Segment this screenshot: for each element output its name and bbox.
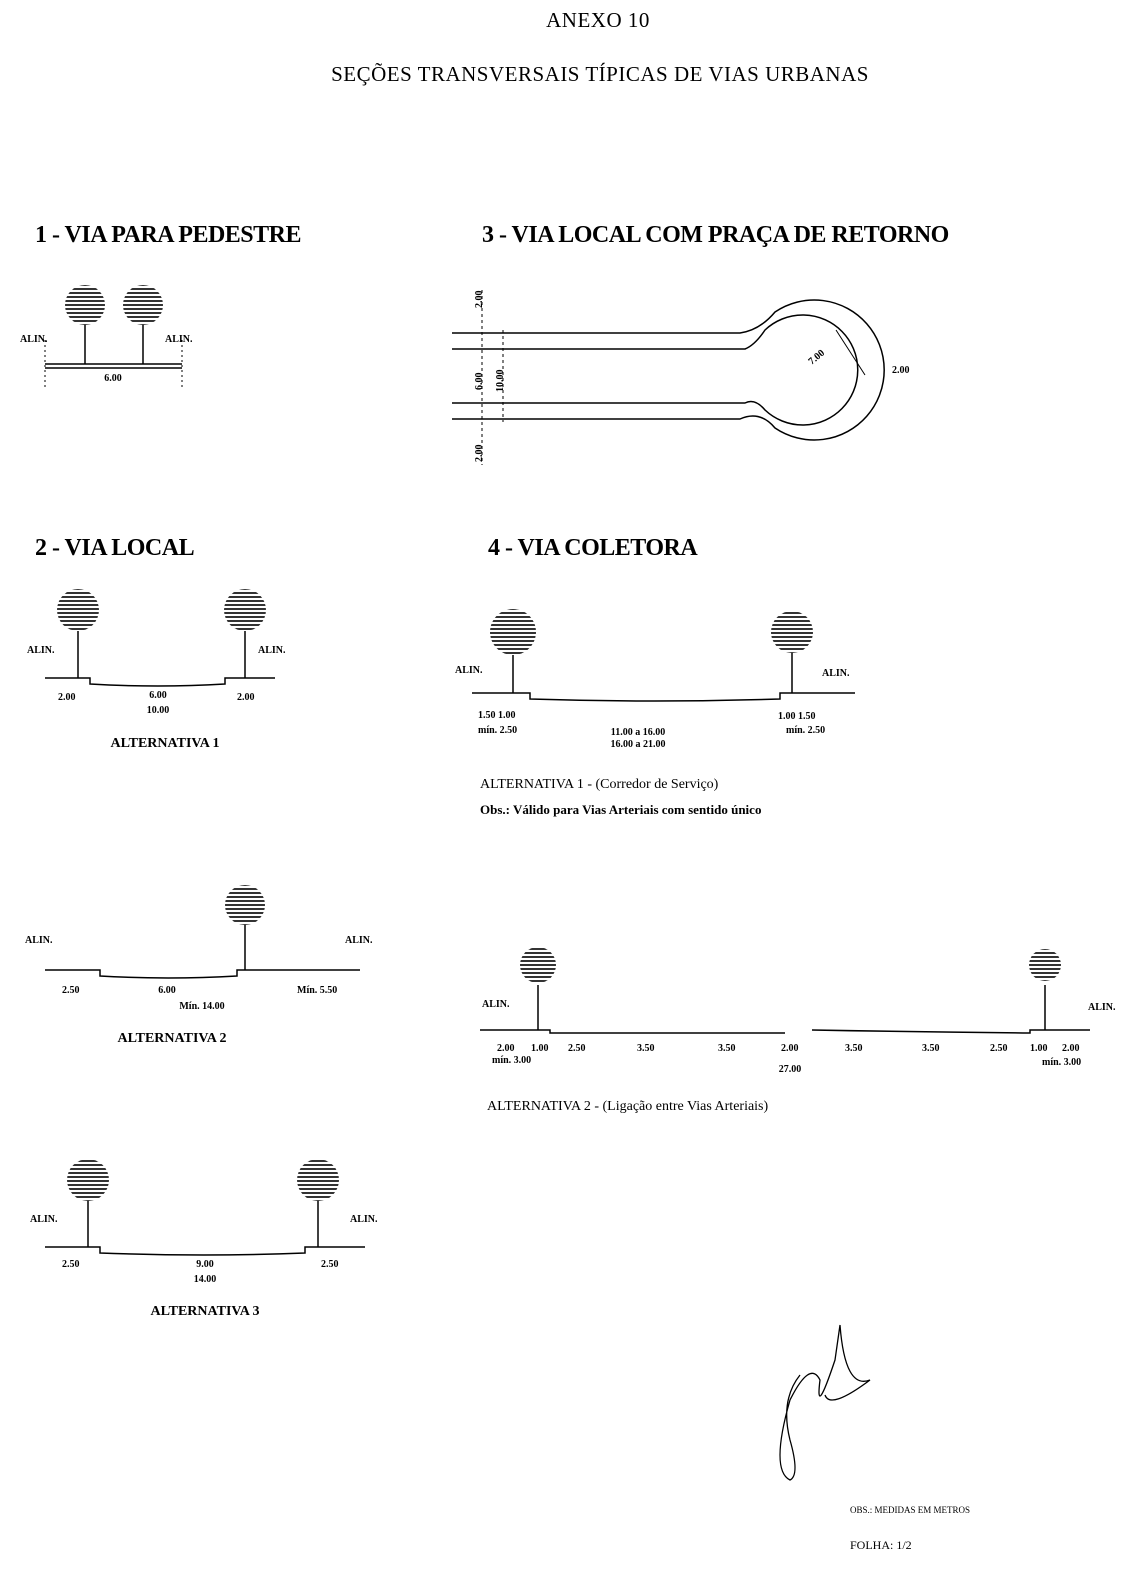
dimension-label: 3.50 bbox=[845, 1043, 863, 1054]
dimension-label: 1.00 bbox=[1030, 1043, 1048, 1054]
alignment-label: ALIN. bbox=[345, 935, 373, 946]
tree-icon bbox=[1029, 949, 1061, 1030]
road-profile bbox=[45, 677, 275, 687]
dimension-label: 6.00 bbox=[158, 985, 176, 996]
road-profile bbox=[472, 692, 855, 702]
dimension-label: 2.00 bbox=[58, 692, 76, 703]
alternative-label: ALTERNATIVA 1 bbox=[110, 736, 220, 751]
tree-icon bbox=[490, 609, 536, 693]
dimension-label: Mín. 14.00 bbox=[179, 1001, 225, 1012]
sheet-number: FOLHA: 1/2 bbox=[850, 1538, 912, 1552]
dimension-label: 27.00 bbox=[778, 1064, 802, 1075]
dimension-label: 3.50 bbox=[637, 1043, 655, 1054]
tree-icon bbox=[520, 947, 556, 1030]
alignment-label: ALIN. bbox=[822, 668, 850, 679]
alignment-label: ALIN. bbox=[350, 1214, 378, 1225]
alignment-label: ALIN. bbox=[1088, 1002, 1116, 1013]
dimension-label: 6.00 bbox=[474, 372, 485, 391]
annex-number: ANEXO 10 bbox=[546, 8, 650, 32]
dimension-label: 2.50 bbox=[62, 985, 80, 996]
section-heading: 1 - VIA PARA PEDESTRE bbox=[35, 222, 302, 248]
dimension-label: 16.00 a 21.00 bbox=[610, 739, 666, 750]
alignment-label: ALIN. bbox=[20, 334, 48, 345]
dimension-label: mín. 3.00 bbox=[492, 1055, 532, 1066]
alignment-label: ALIN. bbox=[25, 935, 53, 946]
tree-icon bbox=[123, 285, 163, 364]
signature bbox=[779, 1324, 871, 1481]
dimension-label: 1.00 1.50 bbox=[778, 711, 816, 722]
alignment-label: ALIN. bbox=[455, 665, 483, 676]
dimension-label: 2.00 bbox=[892, 365, 910, 376]
dimension-label: 1.50 1.00 bbox=[478, 710, 516, 721]
dimension-label: mín. 3.00 bbox=[1042, 1057, 1082, 1068]
alternative-label: ALTERNATIVA 1 - (Corredor de Serviço) bbox=[480, 777, 719, 792]
dimension-label: 2.00 bbox=[1062, 1043, 1080, 1054]
dimension-label: mín. 2.50 bbox=[786, 725, 826, 736]
walkway-section bbox=[45, 363, 182, 369]
cul-de-sac-plan bbox=[452, 290, 885, 465]
alternative-label: ALTERNATIVA 2 - (Ligação entre Vias Arte… bbox=[487, 1099, 769, 1114]
dimension-label: 10.00 bbox=[146, 705, 170, 716]
dimension-label: 2.50 bbox=[990, 1043, 1008, 1054]
dimension-label: 6.00 bbox=[149, 690, 167, 701]
road-profile bbox=[45, 1246, 365, 1256]
tree-icon bbox=[771, 611, 813, 693]
dimension-label: 6.00 bbox=[104, 373, 122, 384]
dimension-label: 2.00 bbox=[474, 290, 485, 309]
dimension-label: mín. 2.50 bbox=[478, 725, 518, 736]
alignment-label: ALIN. bbox=[165, 334, 193, 345]
dimension-label: 11.00 a 16.00 bbox=[610, 727, 666, 738]
units-note: OBS.: MEDIDAS EM METROS bbox=[850, 1505, 971, 1515]
page-title: SEÇÕES TRANSVERSAIS TÍPICAS DE VIAS URBA… bbox=[331, 62, 869, 86]
dimension-label: 1.00 bbox=[531, 1043, 549, 1054]
tree-icon bbox=[225, 885, 265, 970]
observation-note: Obs.: Válido para Vias Arteriais com sen… bbox=[480, 802, 762, 817]
tree-icon bbox=[297, 1159, 339, 1247]
dimension-label: 14.00 bbox=[193, 1274, 217, 1285]
alternative-label: ALTERNATIVA 2 bbox=[117, 1031, 227, 1046]
dimension-label: 3.50 bbox=[922, 1043, 940, 1054]
dimension-label: 2.00 bbox=[497, 1043, 515, 1054]
section-heading: 2 - VIA LOCAL bbox=[35, 535, 195, 561]
tree-icon bbox=[65, 285, 105, 364]
dimension-label: 2.50 bbox=[321, 1259, 339, 1270]
alignment-label: ALIN. bbox=[27, 645, 55, 656]
tree-icon bbox=[57, 589, 99, 678]
dimension-label: 2.00 bbox=[237, 692, 255, 703]
alignment-label: ALIN. bbox=[258, 645, 286, 656]
section-heading: 3 - VIA LOCAL COM PRAÇA DE RETORNO bbox=[482, 222, 949, 248]
alignment-label: ALIN. bbox=[30, 1214, 58, 1225]
dimension-label: Mín. 5.50 bbox=[297, 985, 338, 996]
dimension-label: 2.50 bbox=[62, 1259, 80, 1270]
alignment-label: ALIN. bbox=[482, 999, 510, 1010]
road-profile bbox=[45, 969, 360, 979]
dimension-label: 3.50 bbox=[718, 1043, 736, 1054]
dimension-label: 2.50 bbox=[568, 1043, 586, 1054]
tree-icon bbox=[67, 1159, 109, 1247]
dimension-label: 9.00 bbox=[196, 1259, 214, 1270]
dimension-label: 10.00 bbox=[495, 369, 506, 393]
road-profile bbox=[480, 1029, 1090, 1034]
dimension-label: 2.00 bbox=[781, 1043, 799, 1054]
tree-icon bbox=[224, 589, 266, 678]
section-heading: 4 - VIA COLETORA bbox=[488, 535, 698, 561]
alternative-label: ALTERNATIVA 3 bbox=[150, 1304, 260, 1319]
dimension-label: 2.00 bbox=[474, 444, 485, 463]
